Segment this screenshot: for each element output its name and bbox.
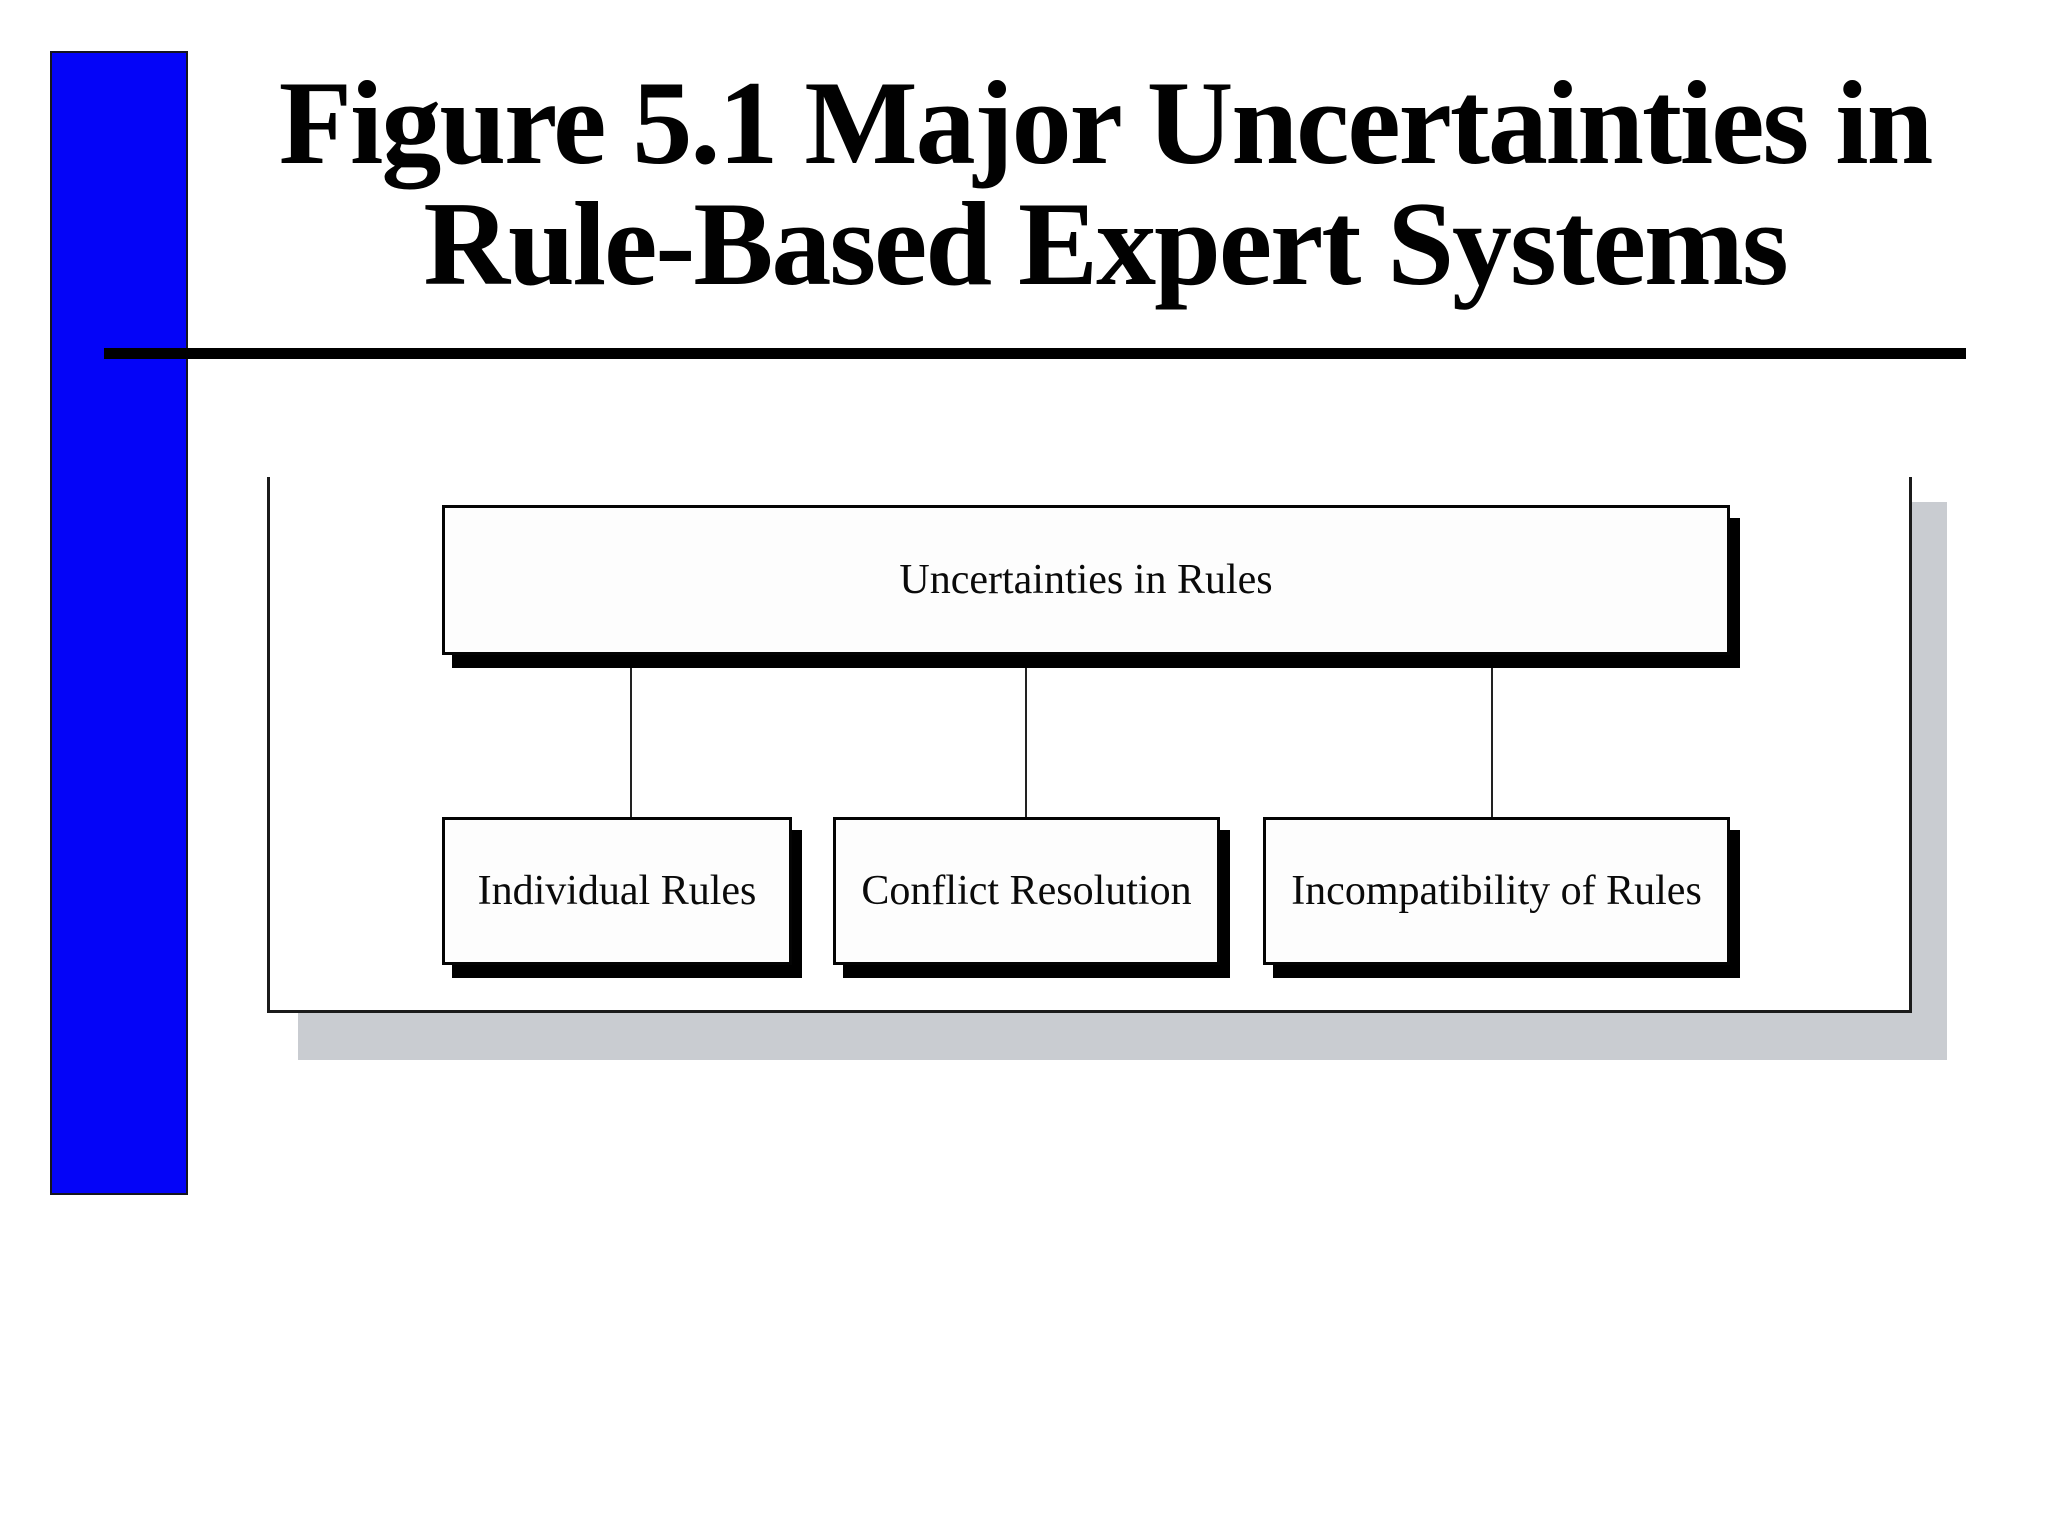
- diagram-node-incompatibility-of-rules: Incompatibility of Rules: [1263, 817, 1730, 965]
- slide-title: Figure 5.1 Major Uncertainties in Rule-B…: [170, 62, 2040, 304]
- slide-title-line-1: Figure 5.1 Major Uncertainties in: [278, 56, 1934, 189]
- connector-root-to-individual-rules: [630, 655, 632, 817]
- node-label: Individual Rules: [477, 868, 757, 914]
- diagram-node-individual-rules: Individual Rules: [442, 817, 792, 965]
- diagram-node-uncertainties-in-rules: Uncertainties in Rules: [442, 505, 1730, 655]
- connector-root-to-conflict-resolution: [1025, 655, 1027, 817]
- left-accent-bar: [50, 51, 188, 1195]
- node-label: Uncertainties in Rules: [899, 557, 1273, 603]
- node-label: Incompatibility of Rules: [1291, 868, 1702, 914]
- connector-root-to-incompatibility: [1491, 655, 1493, 817]
- title-underline-rule: [104, 348, 1966, 359]
- node-label: Conflict Resolution: [861, 868, 1192, 914]
- diagram-node-conflict-resolution: Conflict Resolution: [833, 817, 1220, 965]
- slide-title-line-2: Rule-Based Expert Systems: [423, 177, 1788, 310]
